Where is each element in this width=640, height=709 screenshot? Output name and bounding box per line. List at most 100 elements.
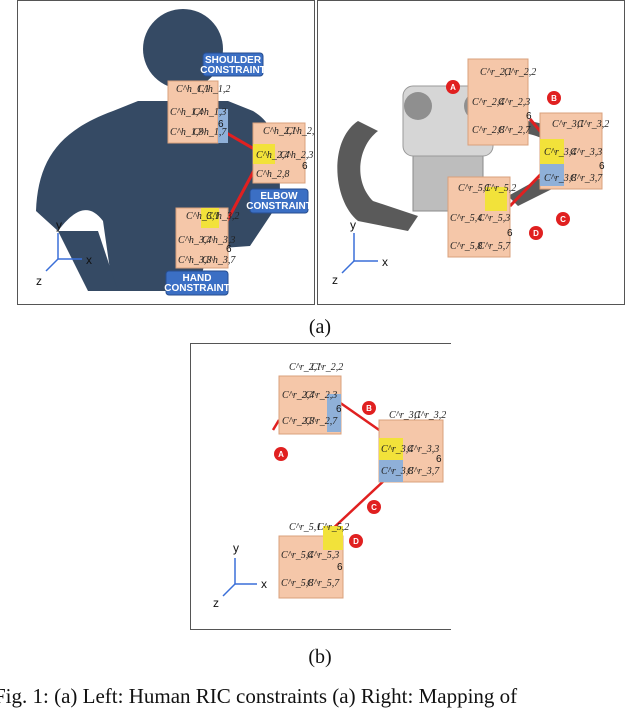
cell-label: C^r_2,7 — [305, 416, 338, 427]
cell-label: C^r_2,1 — [289, 362, 321, 373]
cell-label: C^h_2,2 — [286, 126, 314, 137]
svg-text:CONSTRAINT: CONSTRAINT — [200, 65, 266, 76]
axis-gizmo — [222, 558, 257, 597]
robot-cube-2: C^r_2,1 C^r_2,2 C^r_2,4 C^r_2,3 C^r_2,8 … — [467, 58, 536, 146]
face-number: 6 — [337, 562, 343, 573]
cell-label: C^h_1,4 — [170, 107, 203, 118]
axis-z-label: z — [36, 274, 42, 288]
cell-label: C^r_3,3 — [570, 147, 602, 158]
face-number: 6 — [599, 161, 605, 172]
axis-y-label: y — [233, 541, 239, 555]
cell-label: C^r_3,4 — [381, 444, 413, 455]
axis-gizmo — [341, 233, 378, 274]
cell-label: C^r_2,4 — [472, 97, 504, 108]
face-number: 6 — [507, 228, 513, 239]
svg-text:A: A — [278, 450, 284, 459]
face-number: 6 — [336, 404, 342, 415]
cell-label: C^h_1,2 — [197, 84, 230, 95]
cell-label: C^h_1,7 — [193, 127, 227, 138]
cell-label: C^r_3,4 — [544, 147, 576, 158]
cell-label: C^r_5,3 — [307, 550, 339, 561]
axis-z-label: z — [213, 596, 219, 610]
robot-cube-2: C^r_2,1 C^r_2,2 C^r_2,4 C^r_2,3 C^r_2,8 … — [278, 362, 343, 435]
cell-label: C^h_3,8 — [178, 255, 211, 266]
cell-label: C^r_5,2 — [317, 522, 349, 533]
cell-label: C^h_3,1 — [186, 211, 219, 222]
axis-x-label: x — [382, 255, 388, 269]
robot-cubes-drawing: A B C D C^r_2,1 C^r_2,2 C^r_2,4 C^r_2,3 … — [213, 362, 446, 610]
cell-label: C^r_5,1 — [289, 522, 321, 533]
cell-label: C^r_3,8 — [544, 173, 576, 184]
hand-cube: C^h_3,1 C^h_3,2 C^h_3,4 C^h_3,3 C^h_3,8 … — [175, 207, 239, 269]
axis-gizmo — [45, 233, 82, 272]
svg-text:B: B — [366, 404, 372, 413]
panel-robot-cubes: A B C D C^r_2,1 C^r_2,2 C^r_2,4 C^r_2,3 … — [190, 343, 451, 630]
svg-text:D: D — [533, 229, 539, 238]
robot-cube-5: C^r_5,1 C^r_5,2 C^r_5,4 C^r_5,3 C^r_5,8 … — [278, 522, 349, 599]
marker-d: D — [349, 534, 363, 548]
cell-label: C^r_3,3 — [407, 444, 439, 455]
robot-cube-5: C^r_5,1 C^r_5,2 C^r_5,4 C^r_5,3 C^r_5,8 … — [447, 176, 516, 258]
cell-label: C^r_5,4 — [450, 213, 482, 224]
face-number: 6 — [526, 111, 532, 122]
shoulder-constraint-label: SHOULDER CONSTRAINT — [200, 52, 266, 77]
svg-text:HAND: HAND — [183, 273, 212, 284]
cell-label: C^h_1,3 — [193, 107, 226, 118]
elbow-constraint-label: ELBOW CONSTRAINT — [246, 188, 312, 214]
subcaption-b: (b) — [308, 646, 332, 668]
svg-text:C: C — [560, 215, 566, 224]
hand-constraint-label: HAND CONSTRAINT — [164, 270, 230, 296]
elbow-cube: C^h_2,1 C^h_2,2 C^h_2,4 C^h_2,3 C^h_2,8 … — [252, 122, 314, 184]
cell-label: C^r_2,3 — [305, 390, 337, 401]
svg-text:C: C — [371, 503, 377, 512]
cell-label: C^h_1,1 — [176, 84, 209, 95]
cell-label: C^r_2,8 — [472, 125, 504, 136]
marker-d: D — [529, 226, 543, 240]
face-number: 6 — [436, 454, 442, 465]
svg-text:D: D — [353, 537, 359, 546]
cell-label: C^h_2,1 — [263, 126, 296, 137]
robot-drawing: A B C D C^r_2,1 C^r_2,2 C^r_2,4 C^r_2,3 … — [332, 58, 609, 287]
cell-label: C^r_2,2 — [311, 362, 343, 373]
cell-label: C^r_5,3 — [478, 213, 510, 224]
cell-label: C^h_2,4 — [256, 150, 289, 161]
cell-label: C^r_5,1 — [458, 183, 490, 194]
cell-label: C^h_1,8 — [170, 127, 203, 138]
face-number: 6 — [226, 244, 232, 255]
cell-label: C^r_2,8 — [282, 416, 314, 427]
cell-label: C^r_3,8 — [381, 466, 413, 477]
cell-label: C^h_3,7 — [202, 255, 236, 266]
cell-label: C^h_3,3 — [202, 235, 235, 246]
cell-label: C^r_2,4 — [282, 390, 314, 401]
cell-label: C^r_5,7 — [307, 578, 340, 589]
shoulder-cube: C^h_1,1 C^h_1,2 C^h_1,4 C^h_1,3 C^h_1,8 … — [167, 80, 230, 144]
svg-text:CONSTRAINT: CONSTRAINT — [164, 283, 230, 294]
cell-label: C^h_2,3 — [280, 150, 313, 161]
cell-label: C^r_5,4 — [281, 550, 313, 561]
svg-text:B: B — [551, 94, 557, 103]
svg-text:CONSTRAINT: CONSTRAINT — [246, 201, 312, 212]
marker-b: B — [547, 91, 561, 105]
axis-z-label: z — [332, 273, 338, 287]
cell-label: C^r_3,7 — [570, 173, 603, 184]
cell-label: C^r_3,1 — [389, 410, 421, 421]
axis-y-label: y — [56, 218, 62, 232]
cell-label: C^r_2,1 — [480, 67, 512, 78]
cell-label: C^r_3,1 — [552, 119, 584, 130]
cell-label: C^h_3,2 — [206, 211, 239, 222]
subcaption-a: (a) — [308, 316, 332, 338]
cell-label: C^r_2,2 — [504, 67, 536, 78]
cell-label: C^h_3,4 — [178, 235, 211, 246]
cell-label: C^r_3,2 — [577, 119, 609, 130]
cell-label: C^r_3,7 — [407, 466, 440, 477]
marker-c: C — [556, 212, 570, 226]
cell-label: C^r_5,8 — [450, 241, 482, 252]
axis-y-label: y — [350, 218, 356, 232]
cell-label: C^r_2,3 — [498, 97, 530, 108]
figure-caption: Fig. 1: (a) Left: Human RIC constraints … — [0, 684, 518, 708]
cell-label: C^r_5,8 — [281, 578, 313, 589]
marker-b: B — [362, 401, 376, 415]
cell-label: C^h_2,8 — [256, 169, 289, 180]
svg-text:A: A — [450, 83, 456, 92]
face-number: 6 — [302, 161, 308, 172]
